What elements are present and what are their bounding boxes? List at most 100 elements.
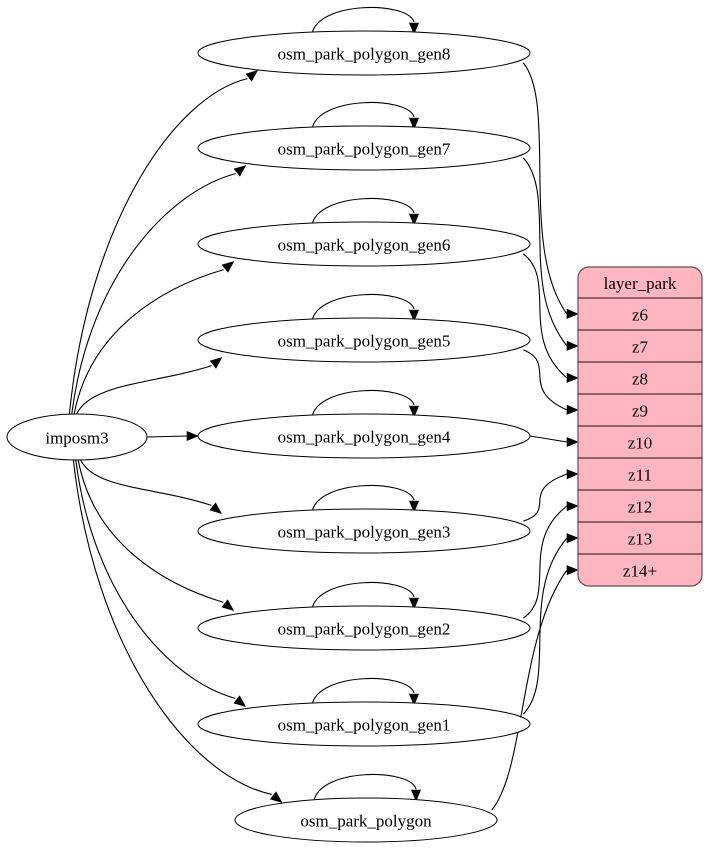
- edge-imposm3-to-base: [72, 459, 283, 803]
- node-gen8: osm_park_polygon_gen8: [197, 30, 531, 76]
- self-loop-path: [311, 677, 415, 706]
- self-loop-gen6: [311, 197, 420, 226]
- node-shape: [197, 413, 531, 459]
- self-loop-gen2: [311, 581, 420, 610]
- edge-line: [146, 435, 188, 438]
- node-label: osm_park_polygon: [300, 812, 432, 831]
- edge-line: [73, 269, 224, 415]
- self-loop-gen1: [311, 677, 420, 706]
- edge-arrowhead: [209, 502, 222, 514]
- self-loop-path: [311, 581, 415, 610]
- self-loop-arrowhead: [408, 597, 420, 610]
- edge-arrowhead: [566, 340, 579, 351]
- edge-line: [522, 157, 568, 347]
- self-loop-path: [311, 389, 415, 418]
- self-loop-gen5: [311, 293, 420, 322]
- edge-line: [68, 78, 248, 415]
- edge-arrowhead: [566, 404, 579, 415]
- node-shape: [197, 317, 531, 363]
- edge-arrowhead: [566, 469, 579, 480]
- node-shape: [197, 125, 531, 171]
- edge-arrowhead: [221, 261, 235, 273]
- node-gen1: osm_park_polygon_gen1: [197, 701, 531, 747]
- table-row-label-z8[interactable]: z8: [632, 370, 648, 389]
- edge-gen7-to-z7: [522, 157, 579, 351]
- table-title: layer_park: [604, 274, 677, 293]
- edge-arrowhead: [566, 372, 579, 383]
- edge-arrowhead: [566, 533, 579, 544]
- edge-line: [71, 173, 236, 415]
- node-label: osm_park_polygon_gen7: [278, 140, 451, 159]
- self-loop-path: [313, 773, 417, 802]
- self-loop-gen8: [311, 6, 420, 35]
- table-row-label-z14+[interactable]: z14+: [623, 562, 657, 581]
- node-shape: [197, 701, 531, 747]
- node-base: osm_park_polygon: [234, 797, 498, 843]
- node-gen6: osm_park_polygon_gen6: [197, 221, 531, 267]
- node-shape: [197, 30, 531, 76]
- edge-line: [522, 62, 568, 315]
- edge-gen1-to-z13: [522, 533, 579, 715]
- self-loop-path: [311, 484, 415, 513]
- edge-arrowhead: [566, 501, 579, 512]
- self-loop-path: [311, 6, 415, 35]
- edge-arrowhead: [566, 308, 579, 319]
- self-loop-path: [311, 197, 415, 226]
- edge-arrowhead: [209, 357, 223, 369]
- edge-line: [523, 505, 568, 619]
- node-gen2: osm_park_polygon_gen2: [197, 605, 531, 651]
- edge-imposm3-to-gen2: [77, 459, 235, 611]
- edge-line: [80, 459, 212, 506]
- edge-imposm3-to-gen4: [146, 430, 199, 442]
- table-row-label-z7[interactable]: z7: [632, 338, 649, 357]
- edge-line: [523, 253, 568, 379]
- edge-line: [77, 459, 224, 603]
- edge-line: [522, 537, 568, 715]
- edge-line: [72, 459, 272, 795]
- table-row-label-z6[interactable]: z6: [632, 306, 648, 325]
- table-row-label-z11[interactable]: z11: [628, 466, 652, 485]
- edge-gen4-to-z10: [529, 435, 579, 448]
- self-loop-path: [311, 101, 415, 130]
- edge-imposm3-to-gen5: [76, 357, 223, 415]
- self-loop-path: [311, 293, 415, 322]
- edge-gen3-to-z11: [523, 469, 579, 522]
- table-row-label-z9[interactable]: z9: [632, 402, 648, 421]
- table-row-label-z10[interactable]: z10: [628, 434, 653, 453]
- self-loop-gen4: [311, 389, 420, 418]
- node-label: osm_park_polygon_gen3: [278, 523, 451, 542]
- edge-arrowhead: [269, 791, 283, 803]
- edge-gen2-to-z12: [523, 501, 579, 619]
- edge-line: [75, 459, 236, 699]
- edge-line: [76, 365, 212, 415]
- edge-imposm3-to-gen8: [68, 70, 259, 415]
- edge-arrowhead: [245, 70, 259, 82]
- edge-arrowhead: [566, 436, 579, 448]
- node-shape: [234, 797, 498, 843]
- self-loop-gen3: [311, 484, 420, 513]
- self-loop-arrowhead: [408, 213, 420, 226]
- node-gen7: osm_park_polygon_gen7: [197, 125, 531, 171]
- node-label: imposm3: [45, 429, 108, 448]
- self-loop-layer: [311, 6, 422, 802]
- node-label: osm_park_polygon_gen2: [278, 620, 451, 639]
- layer-park-table: layer_park z6 z7 z8 z9 z10 z11 z12 z13 z14+: [577, 266, 703, 587]
- edge-imposm3-to-gen6: [73, 261, 235, 415]
- edge-arrowhead: [566, 565, 579, 576]
- table-row-label-z12[interactable]: z12: [628, 498, 653, 517]
- edges-layer: [68, 62, 579, 811]
- node-label: osm_park_polygon_gen6: [278, 236, 451, 255]
- edge-line: [529, 435, 568, 443]
- table-row-label-z13[interactable]: z13: [628, 530, 653, 549]
- self-loop-base: [313, 773, 422, 802]
- nodes-layer: osm_park_polygon_gen8 osm_park_polygon_ge…: [6, 30, 531, 843]
- node-label: osm_park_polygon_gen4: [278, 428, 451, 447]
- node-gen3: osm_park_polygon_gen3: [197, 508, 531, 554]
- edge-gen8-to-z6: [522, 62, 579, 319]
- node-shape: [197, 221, 531, 267]
- edge-gen6-to-z8: [523, 253, 579, 383]
- node-shape: [6, 413, 148, 461]
- edge-line: [523, 473, 568, 522]
- node-imposm3: imposm3: [6, 413, 148, 461]
